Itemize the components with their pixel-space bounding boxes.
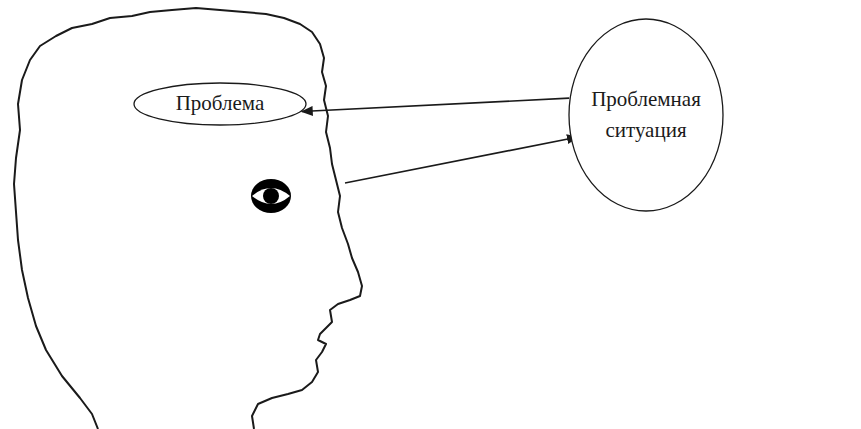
node-outline (568, 18, 724, 212)
eye-symbol (251, 179, 291, 213)
situation-circle: Проблемная ситуация (568, 18, 724, 212)
head-outline (14, 8, 362, 429)
gaze-arrow (345, 137, 578, 183)
connector-arrow (302, 98, 569, 111)
node-text: Проблема (135, 88, 305, 120)
problem-ellipse: Проблема (133, 82, 307, 126)
node-text: Проблемная ситуация (586, 84, 706, 147)
